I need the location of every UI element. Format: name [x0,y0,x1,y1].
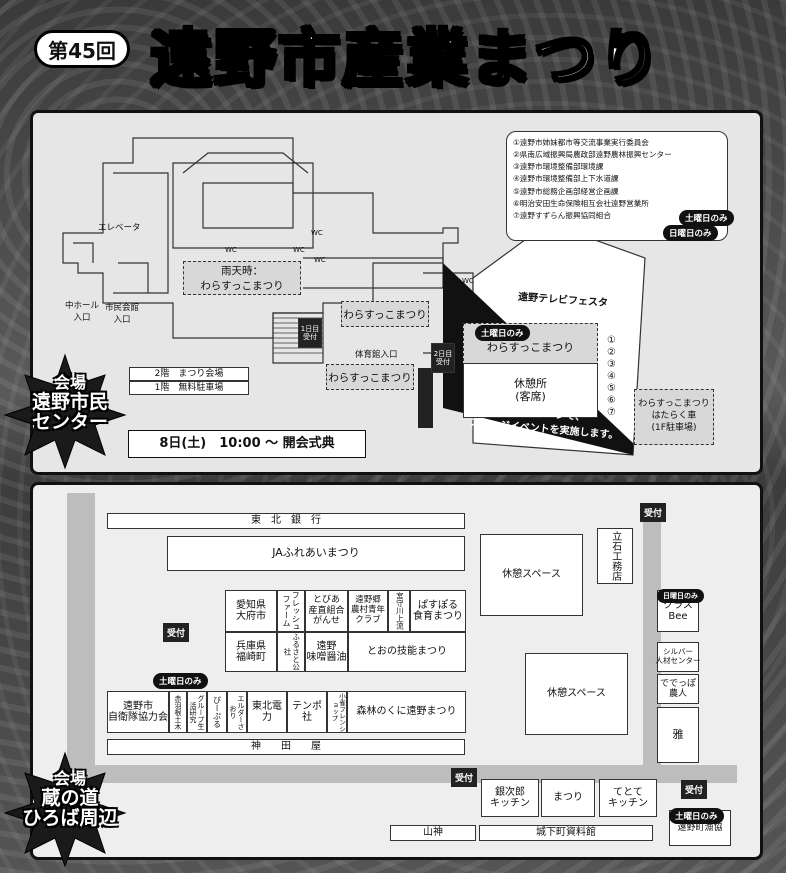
uketsuke-day1: 1日目 受付 [298,318,322,348]
miyabi: 雅 [657,707,699,763]
wc-label: WC [462,277,474,285]
venue-label-kura-no-michi: 会場 蔵の道 ひろば周辺 [15,770,125,829]
wc-label: WC [225,246,237,254]
sunday-only-badge: 日曜日のみ [663,225,718,241]
legend-floor1: 1階 無料駐車場 [129,381,249,395]
venue-label-line: 蔵の道 [41,786,99,809]
mori-no-kuni: 森林のくに遠野まつり [347,691,466,733]
booth-number: ⑥ [607,395,616,406]
elevator-label: エレベータ [98,223,141,233]
legend-floor2: 2階 まつり会場 [129,367,249,381]
road [67,765,737,783]
maple-leaf-icon [3,353,127,470]
wc-label: WC [293,246,305,254]
dedeppo-nojin: ででっぽ 農人 [657,674,699,704]
opening-ceremony: 8日(土) 10:00 〜 開会式典 [128,430,366,458]
wc-label: WC [314,256,326,264]
booth-numbers: ① ② ③ ④ ⑤ ⑥ ⑦ [607,335,616,418]
yamagami: 山神 [390,825,476,841]
exhibitor-item: ⑥明治安田生命保険相互会社遠野営業所 [513,198,649,208]
tetote-kitchen: てとて キッチン [599,779,657,817]
shimin-kaikan-entrance: 市民会館 入口 [105,303,140,325]
venue-label-line: センター [31,411,108,434]
booth-number: ② [607,347,616,358]
ginjiro-kitchen: 銀次郎 キッチン [481,779,539,817]
venue-label-line: ひろば周辺 [22,807,118,830]
rest-space-2: 休憩スペース [525,653,628,735]
furusato-kosha: ふるさと公社 [277,632,305,672]
saturday-only-badge: 土曜日のみ [153,673,208,689]
exhibitor-item: ②県南広域振興局農政部遠野農林振興センター [513,150,672,160]
jieitai-kyoryokukai: 遠野市 自衛隊協力会 [107,691,169,733]
rest-space-1: 休憩スペース [480,534,583,616]
booth-number: ⑦ [607,407,616,418]
rain-venue-area: 雨天時： わらすっこまつり [183,261,301,295]
tempo-sha: テンポ社 [287,691,327,733]
pasupo: ぱすぽる 食育まつり [410,590,466,632]
venue-label-civic-center: 会場 遠野市民 センター [20,374,120,433]
matsuri-booth: まつり [541,779,595,817]
venue-label-line: 遠野市民 [31,390,108,413]
silver-jinzai: シルバー 人材センター [656,642,701,672]
edition-badge: 第45回 [34,30,130,68]
tachishi-komuten: 立石工務店 [597,528,633,584]
gym-entrance: 体育館入口 [355,350,398,360]
naka-hall-entrance: 中ホール 入口 [65,301,100,323]
tohoku-bank: 東 北 銀 行 [107,513,465,529]
pipuru: ぴーぷる [207,691,227,733]
booth-number: ③ [607,359,616,370]
tono-gino: とおの技能まつり [348,632,466,672]
uketsuke-badge: 受付 [681,780,708,799]
sunday-only-badge: 日曜日のみ [657,589,704,603]
saturday-only-badge: 土曜日のみ [679,210,734,226]
uketsuke-badge: 受付 [640,503,667,522]
road [643,515,661,770]
exhibitor-item: ④遠野市環境整備部上下水道課 [513,174,619,184]
rest-area: 休憩所 (客席) [463,363,598,418]
uketsuke-badge: 受付 [451,768,478,787]
wc-label: WC [311,229,323,237]
elder-saori: エルダーさおり [227,691,247,733]
tono-noson: 遠野郷 農村青年 クラブ [348,590,388,632]
booth-number: ① [607,335,616,346]
hyogo-fukusaki: 兵庫県 福崎町 [225,632,277,672]
shiro-shiryokan: 城下町資料館 [479,825,653,841]
kosuzume: 小雀フレンショップ [327,691,347,733]
kura-ryu: 宮守川上流 [388,590,410,632]
booth-number: ④ [607,371,616,382]
saturday-only-badge: 土曜日のみ [475,325,530,341]
maple-leaf-icon [3,751,127,868]
civic-center-map: エレベータ 中ホール 入口 市民会館 入口 WC WC WC WC WC WC … [30,110,763,475]
venue-label-line: 会場 [53,373,86,392]
exhibitor-item: ⑦遠野すずらん振興協同組合 [513,210,611,220]
uketsuke-day2: 2日目 受付 [431,343,455,373]
tohoku-denryoku: 東北電力 [247,691,287,733]
saturday-only-badge: 土曜日のみ [669,808,724,824]
group-seikatsu: グループ生活研究 [187,691,207,733]
venue-label-line: 会場 [53,769,86,788]
booth-number: ⑤ [607,383,616,394]
warasukko-area-1: わらすっこまつり [341,301,429,327]
road [67,493,95,778]
exhibitor-item: ⑤遠野市総務企画部経営企画課 [513,186,619,196]
tobiami: とびあ 産直組合 がんせ [305,590,348,632]
warasukko-area-2: わらすっこまつり [326,364,414,390]
page-title: 遠野市産業まつり [148,21,663,97]
warasukko-working-cars: わらすっこまつり はたらく車 (1F駐車場) [634,389,714,445]
exhibitor-item: ③遠野市環境整備部環境課 [513,162,604,172]
kura-no-michi-map: 東 北 銀 行 JAふれあいまつり 休憩スペース 立石工務店 愛知県 大府市 フ… [30,482,763,860]
exhibitor-item: ①遠野市姉妹都市等交流事業実行委員会 [513,138,649,147]
kanda-ya: 神 田 屋 [107,739,465,755]
ja-fureai: JAふれあいまつり [167,536,465,571]
tono-miso: 遠野 味噌醤油 [305,632,348,672]
aichi-obu: 愛知県 大府市 [225,590,277,632]
uketsuke-badge: 受付 [163,623,190,642]
wc-label: WC [448,277,460,285]
akabane-doboku: 赤羽根土木 [169,691,187,733]
fresh-farm: フレッシュファーム [277,590,305,632]
